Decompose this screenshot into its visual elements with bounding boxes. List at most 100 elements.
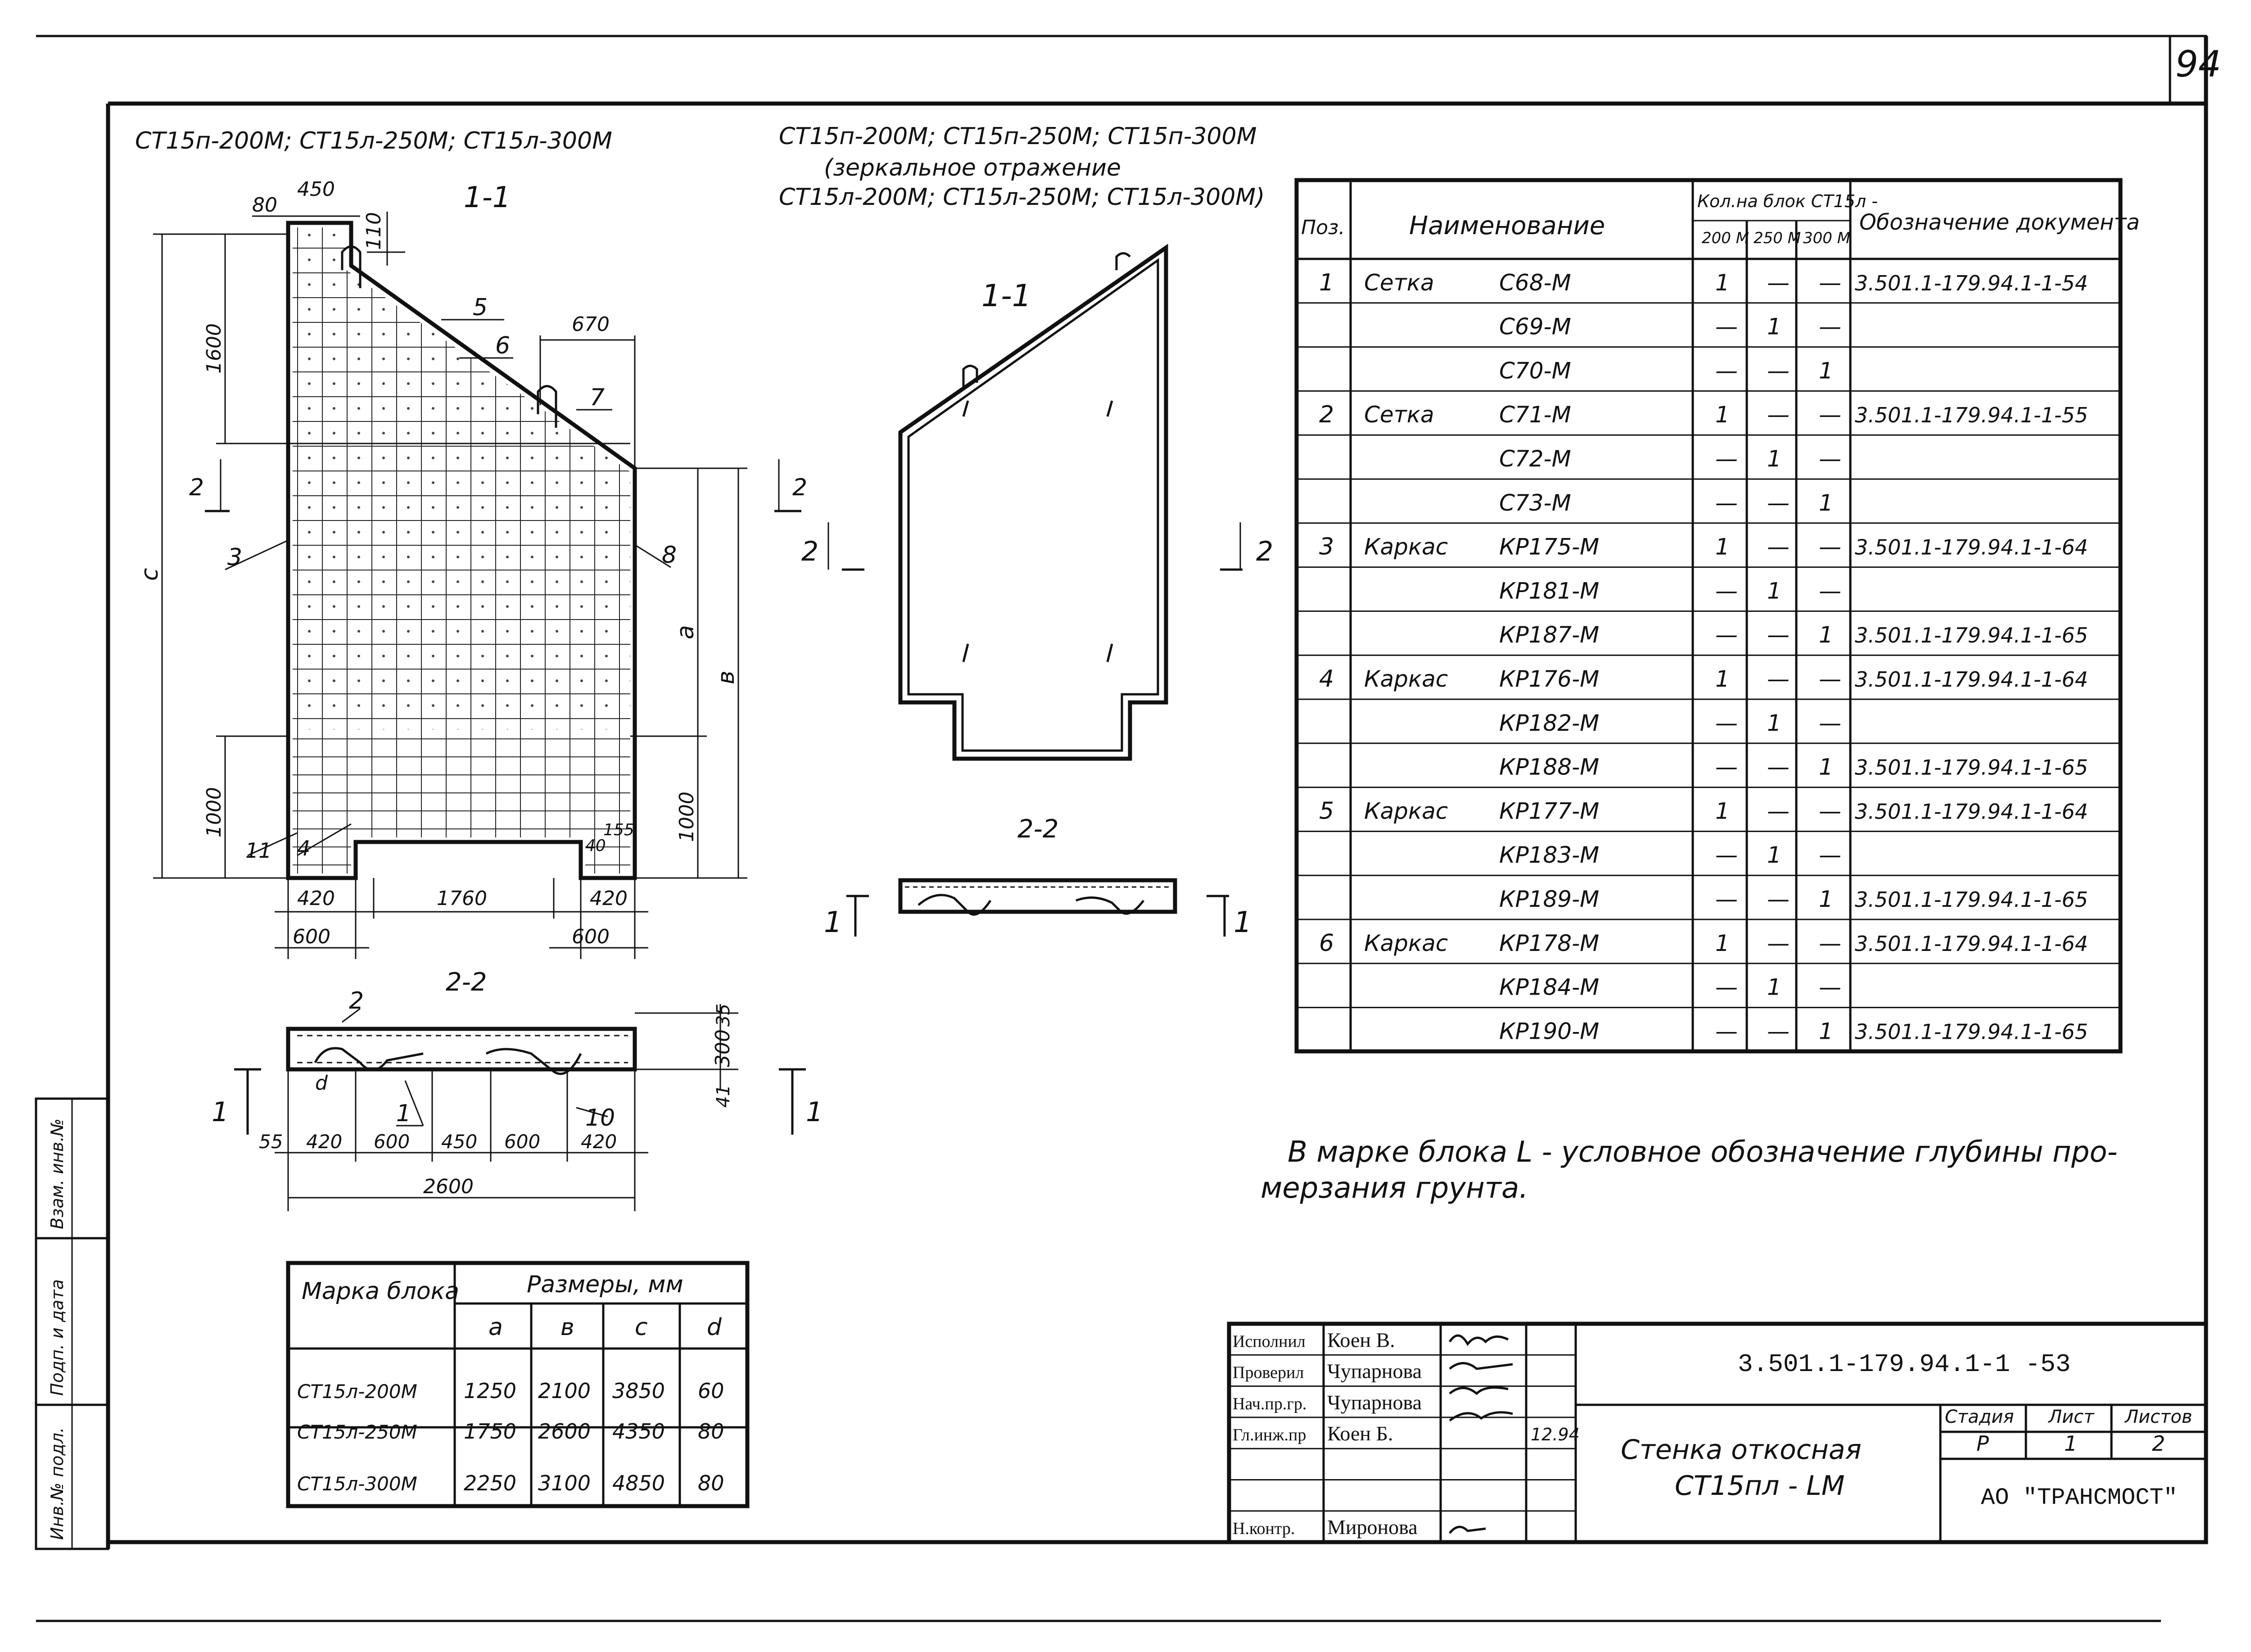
middle-elevation-view: 1-1 2 2 2-2 1 1 xyxy=(801,244,1273,939)
sec-dim-420-1: 420 xyxy=(306,1131,342,1153)
side-stamp-inv: Инв.№ подл. xyxy=(47,1427,67,1540)
spec-cell-qty: 1 xyxy=(1767,974,1781,1000)
spec-cell-qty: — xyxy=(1819,842,1841,868)
pos-7: 7 xyxy=(590,384,605,411)
dims-cell-value: 2600 xyxy=(538,1419,591,1444)
spec-cell-qty: — xyxy=(1819,402,1841,428)
dim-155: 155 xyxy=(603,821,634,839)
spec-cell-qty: 1 xyxy=(1715,798,1730,824)
spec-cell-qty: — xyxy=(1767,490,1790,516)
stamp-name: Чупарнова xyxy=(1327,1391,1422,1414)
spec-cell-qty: — xyxy=(1767,886,1790,912)
spec-cell-qty: — xyxy=(1767,622,1790,648)
spec-cell-qty: — xyxy=(1715,314,1738,340)
left-section-2-2: 2-2 35 300 41 55 420 600 450 600 420 26 xyxy=(212,968,823,1211)
dims-cell-value: 4850 xyxy=(612,1471,665,1495)
dim-420-right: 420 xyxy=(590,887,628,910)
stamp-title-2: СТ15пл - LМ xyxy=(1675,1470,1844,1502)
stamp-role: Н.контр. xyxy=(1233,1519,1295,1538)
spec-cell-qty: 1 xyxy=(1767,446,1781,472)
spec-cell-mark: КР181-М xyxy=(1499,578,1599,604)
spec-cell-qty: — xyxy=(1715,886,1738,912)
sec-dim-41: 41 xyxy=(713,1085,734,1108)
pos-4: 4 xyxy=(297,836,310,860)
spec-cell-doc: 3.501.1-179.94.1-1-65 xyxy=(1855,756,2088,780)
spec-cell-mark: КР176-М xyxy=(1499,666,1599,692)
spec-cell-qty: 1 xyxy=(1819,490,1833,516)
middle-view-title: СТ15п-200М; СТ15п-250М; СТ15п-300М xyxy=(779,123,1257,150)
spec-cell-qty: — xyxy=(1715,754,1738,780)
spec-cell-qty: — xyxy=(1715,446,1738,472)
stamp-stage: Р xyxy=(1976,1431,1989,1456)
dim-40: 40 xyxy=(585,837,606,855)
spec-cell-name: Каркас xyxy=(1364,666,1448,692)
sec-dim-600-1: 600 xyxy=(374,1131,410,1153)
spec-cell-mark: С73-М xyxy=(1499,490,1571,516)
stamp-role: Проверил xyxy=(1233,1363,1304,1382)
dim-110: 110 xyxy=(362,212,385,250)
sec-dim-600-2: 600 xyxy=(504,1131,540,1153)
spec-cell-qty: — xyxy=(1819,446,1841,472)
side-stamp-sign: Подп. и дата xyxy=(47,1279,67,1396)
dim-670: 670 xyxy=(572,313,610,336)
left-elevation-view: 1-1 xyxy=(136,178,807,959)
sec-dim-55: 55 xyxy=(259,1131,283,1153)
spec-cell-doc: 3.501.1-179.94.1-1-55 xyxy=(1855,403,2088,427)
middle-panel-outline xyxy=(898,244,1168,761)
dims-cell-value: 4350 xyxy=(612,1419,665,1444)
middle-section-label: 1-1 xyxy=(981,278,1031,314)
dims-cell-value: 1750 xyxy=(464,1419,516,1444)
stamp-doc-code: 3.501.1-179.94.1-1 -53 xyxy=(1738,1350,2070,1379)
frame-profile xyxy=(485,1048,582,1075)
spec-cell-pos: 1 xyxy=(1319,269,1334,296)
sec-dim-d: d xyxy=(315,1072,328,1095)
dims-cell-value: 3850 xyxy=(612,1379,665,1403)
spec-cell-qty: — xyxy=(1767,666,1790,692)
spec-cell-qty: 1 xyxy=(1715,534,1730,560)
spec-cell-qty: — xyxy=(1819,270,1841,296)
dims-cell-value: 80 xyxy=(698,1471,724,1495)
dim-450: 450 xyxy=(297,178,335,201)
dims-col-d: d xyxy=(707,1314,722,1341)
spec-cell-qty: — xyxy=(1819,710,1841,736)
stamp-header-stage: Стадия xyxy=(1945,1407,2014,1427)
middle-section-outline xyxy=(898,878,1177,914)
sec-dim-450: 450 xyxy=(441,1131,477,1153)
spec-cell-name: Сетка xyxy=(1364,270,1434,296)
spec-cell-qty: 1 xyxy=(1715,402,1730,428)
stamp-role: Нач.пр.гр. xyxy=(1233,1394,1306,1413)
stamp-name: Чупарнова xyxy=(1327,1360,1422,1383)
spec-cell-qty: — xyxy=(1715,842,1738,868)
specification-table: Поз. Наименование Кол.на блок СТ15л - 20… xyxy=(1294,178,2140,1054)
spec-cell-qty: 1 xyxy=(1767,578,1781,604)
spec-header-name: Наименование xyxy=(1409,211,1605,240)
spec-cell-doc: 3.501.1-179.94.1-1-54 xyxy=(1855,271,2088,295)
page-number: 94 xyxy=(2175,43,2221,85)
spec-cell-name: Каркас xyxy=(1364,534,1448,560)
dims-cell-value: 3100 xyxy=(538,1471,591,1495)
spec-cell-qty: — xyxy=(1767,270,1790,296)
spec-cell-pos: 3 xyxy=(1319,534,1334,561)
spec-cell-mark: С69-М xyxy=(1499,314,1571,340)
pos-5: 5 xyxy=(473,294,488,321)
dims-cell-mark: СТ15л-300М xyxy=(297,1473,417,1495)
mirror-note-line2: СТ15л-200М; СТ15л-250М; СТ15л-300М) xyxy=(779,184,1265,211)
stamp-role: Исполнил xyxy=(1233,1332,1306,1351)
spec-cell-mark: С70-М xyxy=(1499,358,1571,384)
spec-cell-qty: — xyxy=(1767,754,1790,780)
spec-cell-qty: — xyxy=(1819,974,1841,1000)
spec-cell-qty: — xyxy=(1819,578,1841,604)
section-outline xyxy=(286,1027,637,1072)
spec-header-qty-300: 300 М xyxy=(1803,229,1850,247)
spec-cell-qty: — xyxy=(1767,534,1790,560)
spec-cell-qty: 1 xyxy=(1767,710,1781,736)
note-line-1: В марке блока L - условное обозначение г… xyxy=(1288,1136,2118,1169)
spec-cell-mark: КР189-М xyxy=(1499,886,1599,912)
side-stamp: Инв.№ подл. Подп. и дата Взам. инв.№ xyxy=(35,1097,109,1550)
stamp-sheet: 1 xyxy=(2064,1431,2077,1456)
spec-cell-doc: 3.501.1-179.94.1-1-64 xyxy=(1855,667,2088,692)
dims-col-b: в xyxy=(560,1314,574,1341)
signature xyxy=(1449,1386,1509,1395)
spec-cell-qty: — xyxy=(1767,1018,1790,1044)
left-section-label: 1-1 xyxy=(464,181,511,214)
